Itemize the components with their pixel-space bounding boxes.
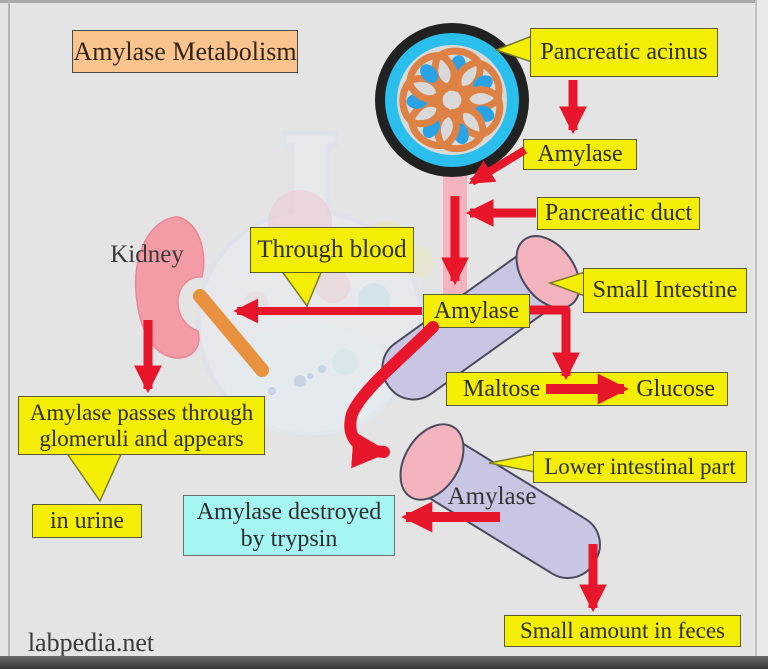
label-small-intestine: Small Intestine: [583, 268, 747, 313]
arrow-to-lower-intestine: [344, 321, 439, 469]
label-kidney: Kidney: [110, 241, 184, 268]
label-pancreatic-duct: Pancreatic duct: [537, 197, 700, 230]
label-maltose: Maltose: [463, 375, 541, 402]
acinar-cells: [399, 47, 504, 153]
glomeruli-line2: glomeruli and appears: [39, 425, 244, 451]
label-glomeruli: Amylase passes through glomeruli and app…: [18, 396, 265, 455]
frame-top-edge: [0, 0, 768, 3]
trypsin-line2: by trypsin: [240, 525, 338, 552]
label-feces: Small amount in feces: [504, 615, 741, 647]
diagram-title: Amylase Metabolism: [72, 30, 298, 73]
frame-left-edge: [8, 0, 10, 657]
small-intestine-opening: [515, 235, 581, 309]
arrow-amylase-to-maltose: [530, 305, 580, 381]
frame-right-edge: [755, 0, 757, 657]
label-in-urine: in urine: [32, 504, 142, 538]
ureter-shape: [193, 289, 269, 377]
site-credit: labpedia.net: [27, 628, 155, 657]
label-glucose: Glucose: [636, 375, 715, 402]
arrow-amylase-to-duct: [468, 146, 528, 186]
glomeruli-line1: Amylase passes through: [29, 399, 254, 425]
lower-intestine-opening: [399, 423, 465, 501]
label-pancreatic-acinus: Pancreatic acinus: [530, 28, 718, 77]
trypsin-line1: Amylase destroyed: [196, 498, 382, 525]
label-lower-intestinal-part: Lower intestinal part: [533, 451, 747, 483]
pancreatic-acinus-icon: [375, 23, 529, 177]
frame-right-margin: [757, 0, 768, 657]
label-trypsin: Amylase destroyed by trypsin: [183, 495, 395, 556]
label-amylase-secreted: Amylase: [523, 139, 637, 170]
kidney-shape: [134, 216, 205, 359]
label-amylase-lower: Amylase: [447, 483, 537, 510]
label-through-blood: Through blood: [250, 227, 414, 273]
frame-bottom-bar: [0, 656, 768, 669]
label-amylase-in-intestine: Amylase: [423, 294, 530, 328]
